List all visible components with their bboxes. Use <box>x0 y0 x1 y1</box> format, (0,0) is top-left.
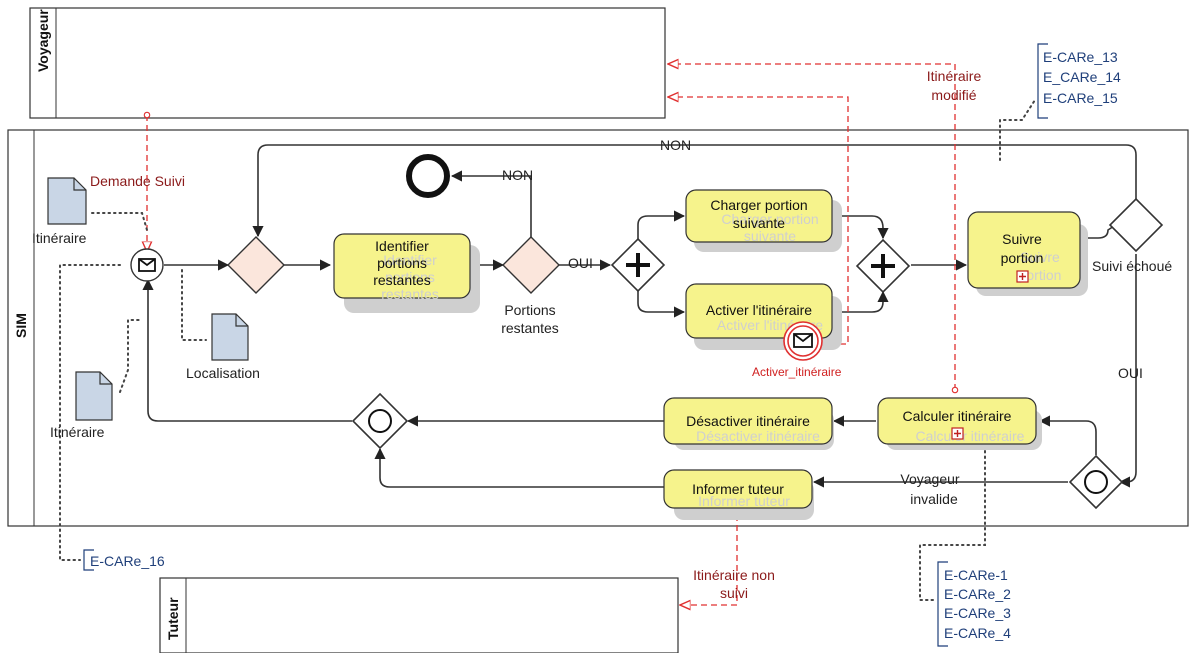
message-itineraire-modifie-2: modifié <box>931 87 976 103</box>
document-itineraire-bottom: Itinéraire <box>50 371 113 440</box>
document-localisation: Localisation <box>186 313 260 381</box>
svg-text:portions: portions <box>385 269 435 285</box>
document-localisation-label: Localisation <box>186 365 260 381</box>
svg-text:restantes: restantes <box>381 286 439 302</box>
task-informer-label: Informer tuteur <box>692 481 784 497</box>
task-desactiver-itineraire[interactable]: Désactiver itinéraire Désactiver itinéra… <box>663 397 833 445</box>
task-suivre-portion[interactable]: Suivre portion Suivre portion <box>967 211 1081 289</box>
pool-sim-label: SIM <box>13 313 29 338</box>
subprocess-plus-icon <box>1016 270 1029 283</box>
task-desactiver-label: Désactiver itinéraire <box>686 413 810 429</box>
label-non-end: NON <box>502 167 533 183</box>
svg-text:Charger portion: Charger portion <box>721 211 818 227</box>
svg-text:E-CARe_2: E-CARe_2 <box>944 586 1011 602</box>
gateway-exclusive-merge[interactable] <box>227 236 285 294</box>
svg-text:E-CARe_15: E-CARe_15 <box>1043 90 1118 106</box>
gateway-parallel-join[interactable] <box>855 238 911 294</box>
document-itineraire-bottom-label: Itinéraire <box>50 424 105 440</box>
task-identifier-label-1: Identifier <box>375 238 429 254</box>
message-itineraire-non-suivi-2: suivi <box>720 585 748 601</box>
gateway-parallel-split[interactable] <box>610 237 666 293</box>
svg-text:E-CARe-1: E-CARe-1 <box>944 567 1008 583</box>
envelope-icon <box>783 321 823 361</box>
annotation-top-right: E-CARe_13 E_CARe_14 E-CARe_15 <box>1037 43 1121 119</box>
label-portions-restantes-2: restantes <box>501 320 559 336</box>
task-calculer-label: Calculer itinéraire <box>903 408 1012 424</box>
task-charger-label-1: Charger portion <box>710 197 807 213</box>
task-identifier-label-2: portions <box>377 255 427 271</box>
task-activer-itineraire[interactable]: Activer l'itinéraire Activer l'itinérair… <box>685 283 842 379</box>
associations <box>59 99 1036 601</box>
svg-text:Suivre: Suivre <box>1020 249 1060 265</box>
task-calculer-itineraire[interactable]: Calculer itinéraire Calculer itinéraire <box>877 397 1037 445</box>
label-non-top: NON <box>660 137 691 153</box>
subprocess-plus-icon <box>951 427 964 440</box>
svg-text:E-CARe_4: E-CARe_4 <box>944 625 1011 641</box>
task-suivre-label-2: portion <box>1001 250 1044 266</box>
task-suivre-label-1: Suivre <box>1002 231 1042 247</box>
document-itineraire-top-label: Itinéraire <box>32 230 87 246</box>
label-oui-1: OUI <box>568 255 593 271</box>
task-informer-tuteur[interactable]: Informer tuteur Informer tuteur <box>663 469 813 509</box>
message-itineraire-non-suivi-1: Itinéraire non <box>693 567 775 583</box>
label-voyageur-invalide-2: invalide <box>910 491 958 507</box>
svg-text:E-CARe_13: E-CARe_13 <box>1043 49 1118 65</box>
label-portions-restantes-1: Portions <box>504 302 555 318</box>
gateway-event-based[interactable] <box>1068 454 1124 510</box>
svg-text:Calculer itinéraire: Calculer itinéraire <box>916 428 1025 444</box>
task-identifier-label-3: restantes <box>373 272 431 288</box>
start-message-event[interactable] <box>130 248 164 282</box>
gateway-suivi-echoue[interactable] <box>1108 197 1164 253</box>
pool-tuteur-label: Tuteur <box>165 597 181 640</box>
task-charger-label-2: suivante <box>733 215 785 231</box>
label-oui-2: OUI <box>1118 365 1143 381</box>
svg-text:Informer tuteur: Informer tuteur <box>698 493 790 509</box>
pool-tuteur: Tuteur <box>159 577 679 653</box>
svg-text:Désactiver itinéraire: Désactiver itinéraire <box>696 428 820 444</box>
message-itineraire-modifie-1: Itinéraire <box>927 68 982 84</box>
annotation-bottom-left: E-CARe_16 <box>83 549 165 571</box>
gateway-inclusive-merge[interactable] <box>351 392 409 450</box>
end-event[interactable] <box>406 154 450 198</box>
task-identifier-portions[interactable]: Identifier portions restantes Identifier… <box>333 233 471 302</box>
task-charger-portion[interactable]: Charger portion suivante Charger portion… <box>685 189 833 244</box>
message-demande-suivi: Demande Suivi <box>90 173 185 189</box>
annotation-bottom-right: E-CARe-1 E-CARe_2 E-CARe_3 E-CARe_4 <box>937 561 1011 647</box>
document-itineraire-top: Itinéraire <box>32 177 87 246</box>
pool-voyageur: Voyageur <box>29 7 666 119</box>
svg-text:Identifier: Identifier <box>383 252 437 268</box>
svg-text:suivante: suivante <box>744 228 796 244</box>
svg-text:E-CARe_3: E-CARe_3 <box>944 605 1011 621</box>
pool-sim: SIM <box>7 129 1189 527</box>
gateway-portions-restantes[interactable] <box>502 236 560 294</box>
label-suivi-echoue: Suivi échoué <box>1092 258 1172 274</box>
svg-text:E-CARe_16: E-CARe_16 <box>90 553 165 569</box>
svg-text:portion: portion <box>1019 267 1062 283</box>
svg-text:E_CARe_14: E_CARe_14 <box>1043 69 1121 85</box>
label-voyageur-invalide-1: Voyageur <box>900 471 959 487</box>
pool-voyageur-label: Voyageur <box>35 9 51 72</box>
task-activer-label: Activer l'itinéraire <box>706 302 812 318</box>
activer-event-label: Activer_itinéraire <box>752 365 842 379</box>
